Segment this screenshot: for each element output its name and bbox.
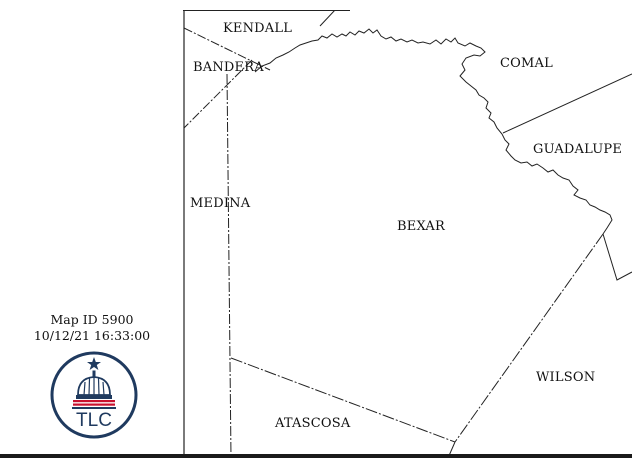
boundary-medina-bexar bbox=[226, 73, 232, 458]
county-boundaries bbox=[183, 10, 632, 458]
county-map: KENDALL BANDERA COMAL GUADALUPE MEDINA B… bbox=[183, 10, 632, 458]
county-label-kendall: KENDALL bbox=[223, 21, 293, 36]
boundary-bexar-wilson bbox=[454, 233, 604, 443]
info-panel: Map ID 5900 10/12/21 16:33:00 TLC bbox=[0, 0, 184, 458]
boundary-kendall-bandera bbox=[183, 27, 271, 71]
boundary-bexar-atascosa bbox=[230, 357, 456, 443]
boundary-bandera-medina bbox=[183, 59, 253, 129]
map-id-label: Map ID 5900 bbox=[50, 312, 134, 327]
tlc-logo: TLC bbox=[50, 351, 138, 439]
county-label-bexar: BEXAR bbox=[397, 219, 446, 234]
county-label-atascosa: ATASCOSA bbox=[275, 416, 351, 431]
bottom-border bbox=[0, 454, 632, 458]
boundary-kendall-comal bbox=[319, 10, 336, 27]
boundary-bexar-north bbox=[254, 28, 613, 235]
county-label-medina: MEDINA bbox=[190, 196, 251, 211]
county-label-guadalupe: GUADALUPE bbox=[533, 142, 623, 157]
county-label-bandera: BANDERA bbox=[193, 60, 264, 75]
logo-text: TLC bbox=[76, 410, 112, 431]
county-label-comal: COMAL bbox=[500, 56, 553, 71]
boundary-guadalupe-wilson bbox=[602, 233, 632, 281]
timestamp-label: 10/12/21 16:33:00 bbox=[33, 328, 151, 343]
star-icon bbox=[87, 357, 101, 370]
county-label-wilson: WILSON bbox=[536, 370, 596, 385]
boundary-comal-guadalupe bbox=[502, 73, 632, 134]
